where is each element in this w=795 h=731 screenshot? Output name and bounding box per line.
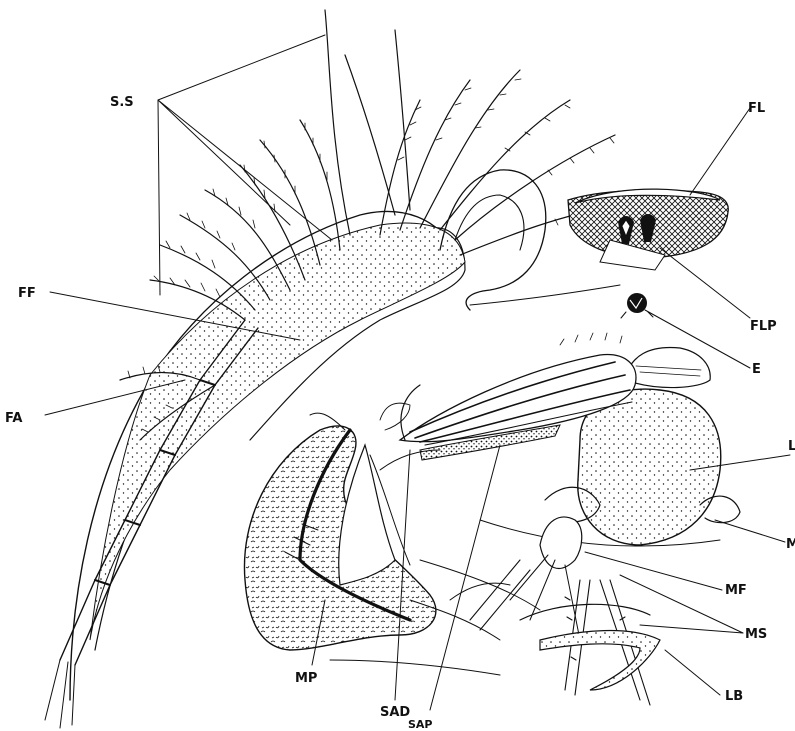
label-sad: SAD bbox=[380, 705, 410, 720]
leader-mf bbox=[585, 552, 722, 590]
leader-fl bbox=[690, 108, 750, 195]
label-mp: MP bbox=[295, 671, 317, 686]
head-lower-contour bbox=[470, 285, 620, 305]
label-ms: MS bbox=[745, 627, 767, 642]
label-fa: FA bbox=[5, 411, 22, 426]
leader-lb bbox=[665, 650, 720, 695]
label-m: M bbox=[786, 537, 795, 552]
label-ff: FF bbox=[18, 286, 36, 301]
leader-m bbox=[715, 520, 785, 542]
label-sap: SAP bbox=[408, 718, 433, 731]
head-inner-outline bbox=[455, 195, 524, 250]
label-fl: FL bbox=[748, 101, 765, 116]
leader-sap bbox=[430, 445, 500, 710]
lb-structure bbox=[520, 604, 660, 690]
label-lb: LB bbox=[725, 689, 743, 704]
l-stippled-body bbox=[578, 389, 721, 545]
label-e: E bbox=[752, 362, 761, 377]
fl-inset bbox=[568, 189, 728, 270]
label-ss: S.S bbox=[110, 95, 134, 110]
leader-flp bbox=[660, 248, 750, 318]
label-flp: FLP bbox=[750, 319, 777, 334]
leader-e bbox=[645, 310, 750, 368]
label-l: L bbox=[788, 439, 795, 454]
e-organ bbox=[621, 293, 653, 318]
mf-cluster bbox=[510, 517, 582, 640]
label-mf: MF bbox=[725, 583, 747, 598]
